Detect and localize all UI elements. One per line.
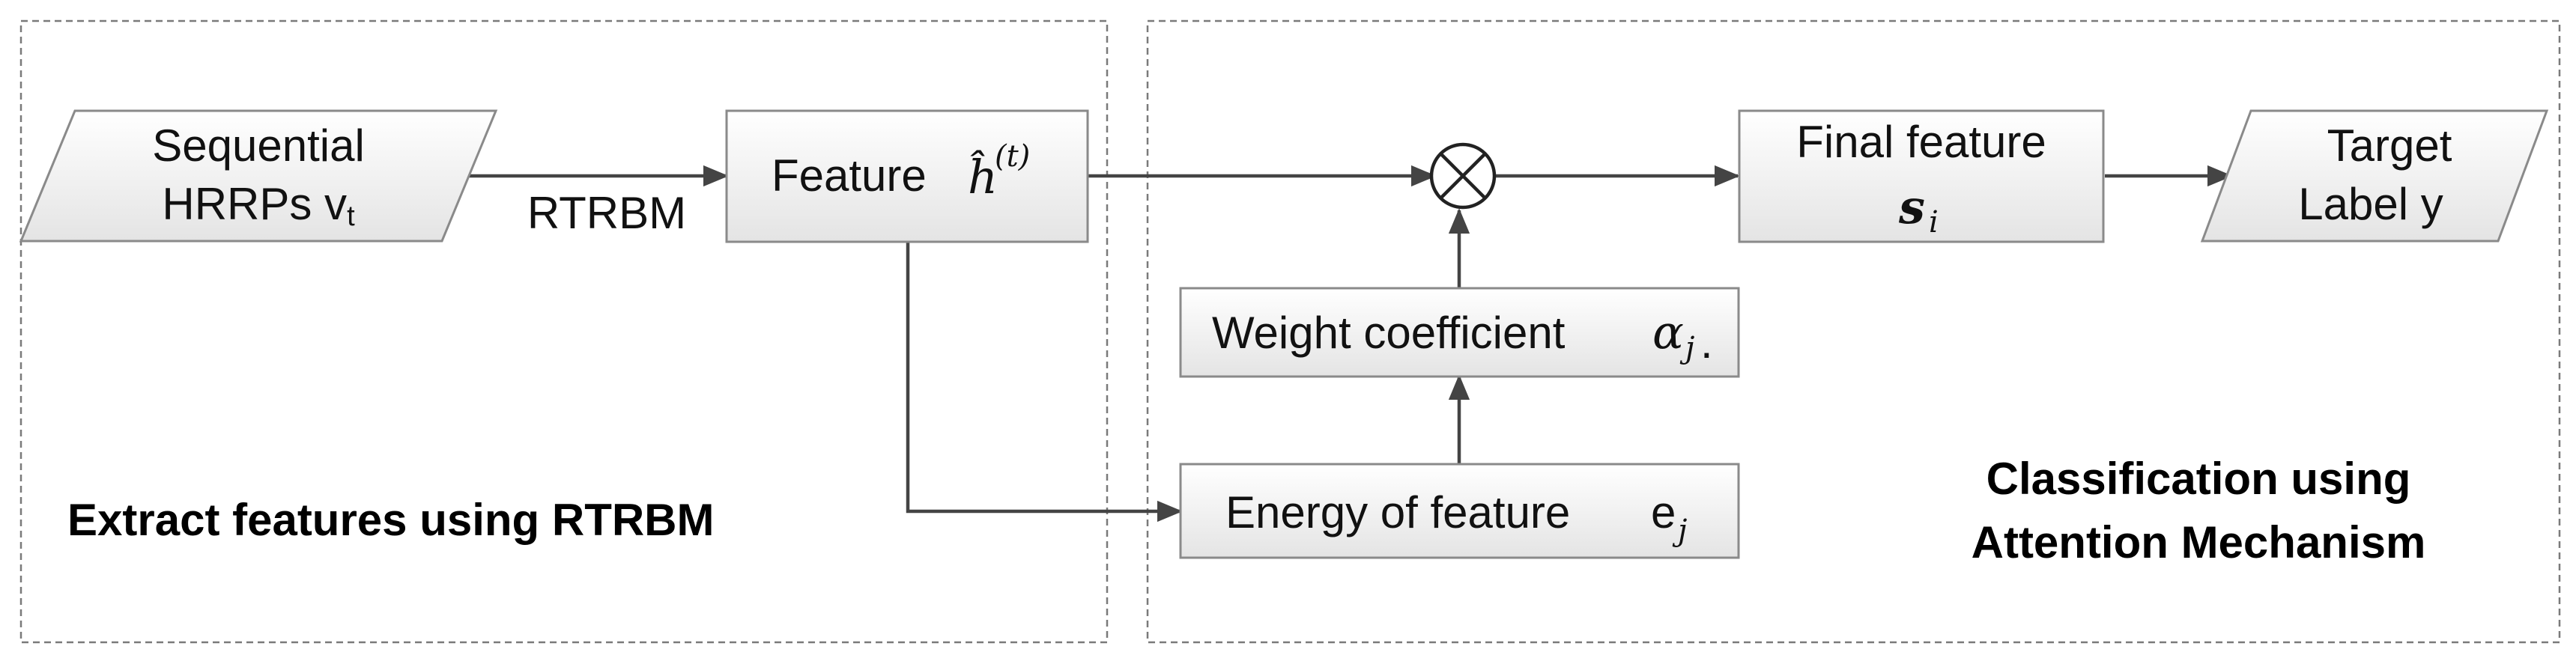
node-sequential-hrrps: Sequential HRRPs vt (19, 109, 498, 243)
energy-symbol: e (1651, 487, 1676, 537)
right-panel-frame (1146, 19, 2561, 644)
edges (468, 165, 2233, 523)
input-line2-text: HRRPs v (162, 179, 347, 229)
target-label-line2: Label y (2298, 179, 2443, 229)
feature-symbol: ĥ (968, 150, 998, 204)
target-label-line1: Target (2327, 121, 2452, 171)
input-line2-subscript: t (347, 201, 355, 232)
weight-label: Weight coefficient (1212, 308, 1566, 358)
multiply-stroke-b (1440, 153, 1486, 199)
edge-feature-to-energy (906, 242, 1183, 523)
input-label-line1: Sequential (152, 121, 365, 171)
weight-suffix: . (1700, 317, 1713, 368)
right-panel-title-line2: Attention Mechanism (1972, 517, 2426, 567)
feature-superscript: (t) (995, 139, 1030, 174)
node-energy-of-feature: Energy of feature e j (1179, 463, 1740, 559)
node-final-feature: Final feature s i (1738, 109, 2105, 243)
left-panel-title: Extract features using RTRBM (67, 495, 715, 545)
node-target-label: Target Label y (2200, 109, 2549, 243)
left-panel-frame (19, 19, 1109, 644)
final-feature-symbol: s (1898, 180, 1925, 234)
feature-label: Feature (772, 150, 927, 201)
right-panel-title-line1: Classification using (1986, 454, 2411, 504)
node-multiply (1429, 142, 1497, 210)
weight-symbol: α (1652, 305, 1684, 359)
final-feature-subscript: i (1929, 205, 1939, 240)
input-label-line2: HRRPs vt (162, 179, 355, 232)
node-weight-coefficient: Weight coefficient α j . (1179, 287, 1740, 378)
energy-label: Energy of feature (1225, 487, 1570, 537)
node-feature: Feature ĥ (t) (725, 109, 1089, 243)
final-feature-label: Final feature (1796, 117, 2046, 167)
edge-label-rtrbm: RTRBM (527, 188, 686, 238)
